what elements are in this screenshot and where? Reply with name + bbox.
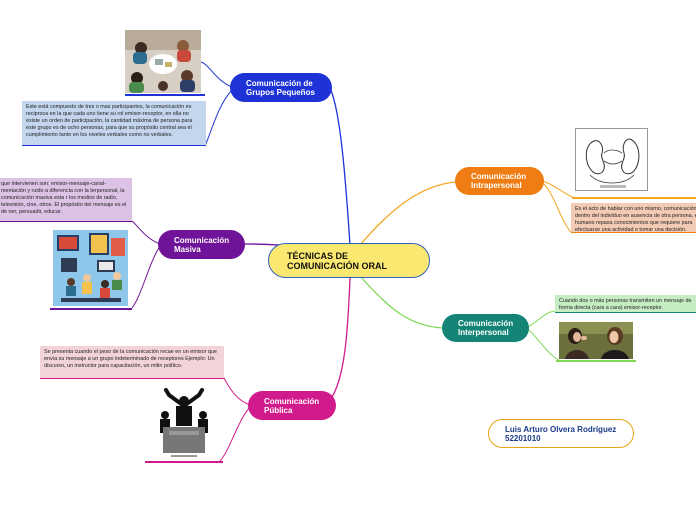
topic-intra-label: Comunicación Intrapersonal (471, 172, 527, 190)
two-women-whisper-photo (559, 322, 633, 359)
topic-grupos-label: Comunicación de Grupos Pequeños (246, 78, 315, 97)
link-grupos-image (200, 61, 233, 88)
link-central-grupos (329, 87, 351, 246)
link-grupos-note (204, 89, 233, 147)
central-topic-title: TÉCNICAS DE COMUNICACIÓN ORAL (287, 250, 387, 271)
self-talk-sketch (575, 128, 648, 191)
note-publica[interactable]: Se presenta cuando el peso de la comunic… (40, 346, 224, 379)
topic-masiva-label: Comunicación Masiva (174, 235, 230, 254)
note-inter[interactable]: Cuando dos o más personas transmiten un … (555, 295, 696, 313)
author-id: 52201010 (505, 433, 541, 443)
link-central-intra (359, 181, 457, 246)
link-central-inter (359, 275, 444, 329)
link-masiva-image (131, 245, 161, 309)
topic-inter-label: Comunicación Interpersonal (458, 319, 514, 337)
topic-interpersonal[interactable]: Comunicación Interpersonal (442, 314, 529, 342)
link-central-publica (329, 276, 351, 401)
link-inter-image (527, 328, 560, 361)
author-box[interactable]: Luis Arturo Olvera Rodríguez 52201010 (488, 419, 634, 448)
masiva-image-underline (50, 308, 132, 310)
grupos-image-underline (125, 94, 205, 96)
inter-image-underline (556, 360, 636, 362)
topic-masiva[interactable]: Comunicación Masiva (158, 230, 245, 259)
link-publica-note (223, 377, 251, 406)
topic-publica[interactable]: Comunicación Pública (248, 391, 336, 420)
group-meeting-photo (125, 30, 201, 93)
topic-publica-label: Comunicación Pública (264, 396, 320, 415)
note-intra[interactable]: Es el acto de hablar con uno mismo, comu… (571, 203, 696, 233)
author-name: Luis Arturo Olvera Rodríguez (505, 424, 617, 434)
topic-grupos-pequenos[interactable]: Comunicación de Grupos Pequeños (230, 73, 332, 102)
mass-media-illustration (53, 230, 128, 306)
link-inter-note (527, 310, 556, 328)
link-masiva-note (131, 220, 161, 245)
speaker-podium-photo (149, 387, 219, 460)
publica-image-underline (145, 461, 223, 463)
note-masiva[interactable]: que intervienen son: emisor-mensaje-cana… (0, 178, 132, 222)
intra-image-underline (572, 197, 696, 199)
note-grupos[interactable]: Este está compuesto de tres o mas partic… (22, 101, 206, 146)
link-intra-note (542, 182, 572, 233)
central-topic[interactable]: TÉCNICAS DE COMUNICACIÓN ORAL (268, 243, 430, 278)
link-publica-image (219, 406, 251, 462)
topic-intrapersonal[interactable]: Comunicación Intrapersonal (455, 167, 544, 195)
